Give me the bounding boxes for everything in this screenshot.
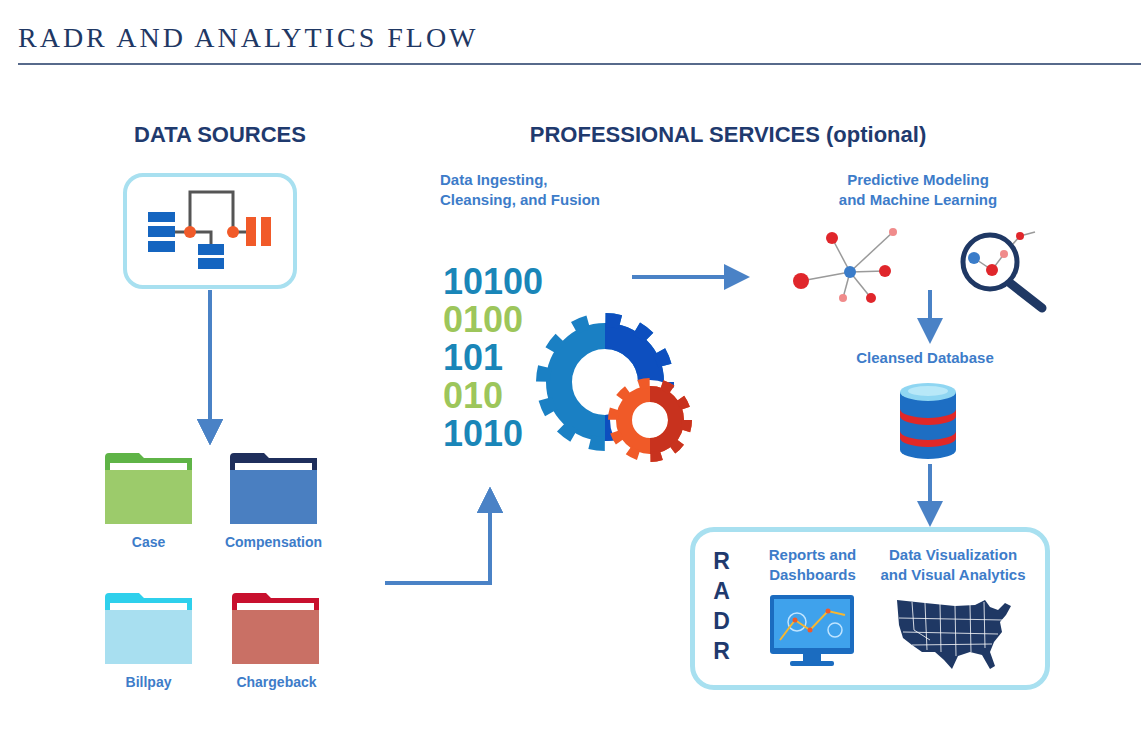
database-node: Cleansed Database — [840, 344, 1010, 464]
folder-node: Case — [88, 453, 209, 553]
arrow-head — [477, 487, 503, 513]
folder-icon — [232, 593, 319, 664]
flow-arrow — [385, 487, 503, 583]
folder-icon — [105, 453, 192, 524]
folder-node: Chargeback — [216, 593, 337, 693]
arrow-line — [385, 511, 490, 583]
flow-arrow — [197, 290, 223, 445]
arrow-line — [632, 275, 726, 279]
source-box — [123, 173, 297, 289]
magnifier-icon — [963, 232, 1042, 308]
folder-label: Compensation — [213, 533, 334, 551]
arrow-line — [928, 290, 932, 320]
source-node: DATA SOURCES — [100, 118, 340, 290]
arrow-line — [208, 290, 212, 421]
arrow-line — [385, 511, 490, 583]
arrow-head — [197, 419, 223, 445]
title-wrap: RADR AND ANALYTICS FLOW — [18, 22, 479, 54]
binary-digits: 101 — [443, 339, 503, 377]
section-heading: PROFESSIONAL SERVICES (optional) — [530, 122, 926, 148]
flow-arrow — [632, 264, 750, 290]
folder-label: Billpay — [88, 673, 209, 691]
arrow-line — [385, 511, 490, 583]
folder-icon — [105, 593, 192, 664]
folder-node: Billpay — [88, 593, 209, 693]
arrow-head — [477, 487, 503, 513]
label-wrap: 1010 — [443, 415, 523, 453]
arrow-head — [917, 318, 943, 344]
output-node: Data Visualization and Visual Analytics — [878, 545, 1028, 675]
binary-digits: 1010 — [443, 415, 523, 453]
arrow-head — [197, 419, 223, 445]
section-heading: DATA SOURCES — [100, 122, 340, 148]
binary-digits: 10100 — [443, 263, 543, 301]
flow-arrow — [197, 290, 223, 445]
label-wrap: PROFESSIONAL SERVICES (optional) — [530, 122, 926, 148]
output-label: Data Visualization and Visual Analytics — [878, 545, 1028, 585]
label-wrap: 0100 — [443, 301, 523, 339]
binary-digits: 0100 — [443, 301, 523, 339]
arrow-head — [477, 487, 503, 513]
flow-arrow — [917, 464, 943, 527]
monitor-icon — [770, 595, 854, 666]
folder-label: Chargeback — [216, 673, 337, 691]
arrow-line — [928, 464, 932, 503]
arrow-head — [197, 419, 223, 445]
flow-arrow — [197, 290, 223, 445]
process-node: Predictive Modeling and Machine Learning — [750, 168, 1086, 290]
product-name: RADR — [710, 546, 733, 666]
arrow-head — [477, 487, 503, 513]
step-label: Data Ingesting, Cleansing, and Fusion — [440, 170, 610, 210]
arrow-line — [208, 290, 212, 421]
radr-box: RADR Reports and DashboardsData Visualiza… — [690, 527, 1050, 690]
label-wrap: 101 — [443, 339, 503, 377]
output-label: Reports and Dashboards — [755, 545, 870, 585]
us-map — [897, 600, 1011, 669]
flow-arrow — [917, 290, 943, 344]
folder-node: Compensation — [213, 453, 334, 553]
output-node: Reports and Dashboards — [755, 545, 870, 675]
step-label: Predictive Modeling and Machine Learning — [836, 170, 1001, 210]
arrow-line — [385, 511, 490, 583]
gear-icon — [543, 320, 690, 460]
arrow-head — [724, 264, 750, 290]
flow-arrow — [385, 487, 503, 583]
arrow-head — [197, 419, 223, 445]
flow-arrow — [385, 487, 503, 583]
source-icon — [148, 192, 271, 269]
arrow-line — [208, 290, 212, 421]
diagram-title: RADR AND ANALYTICS FLOW — [18, 22, 479, 54]
label-wrap: 010 — [443, 377, 503, 415]
arrow-head — [917, 501, 943, 527]
folder-icon — [230, 453, 317, 524]
database-icon — [900, 383, 956, 459]
arrow-line — [208, 290, 212, 421]
label-wrap: 10100 — [443, 263, 543, 301]
binary-digits: 010 — [443, 377, 503, 415]
folder-label: Case — [88, 533, 209, 551]
flow-arrow — [385, 487, 503, 583]
title-rule — [18, 63, 1141, 65]
flow-arrow — [197, 290, 223, 445]
network-icon — [793, 228, 897, 303]
step-label: Cleansed Database — [840, 348, 1010, 368]
